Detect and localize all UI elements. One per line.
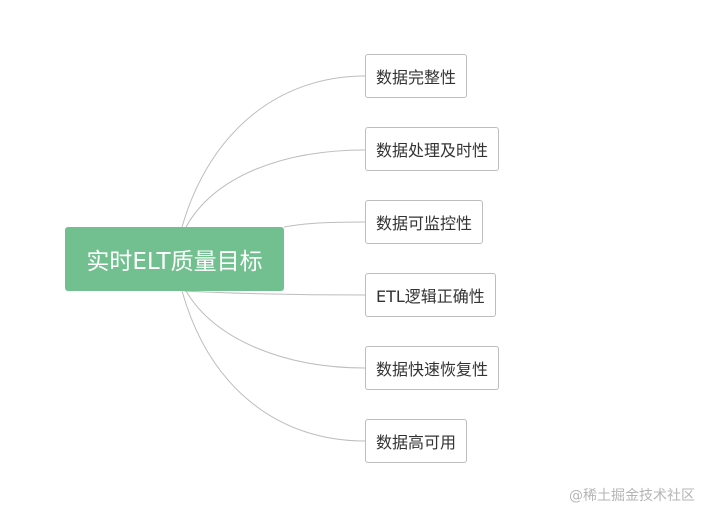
child-node-data-completeness[interactable]: 数据完整性 — [365, 54, 468, 98]
connector-line — [181, 75, 366, 228]
root-node-label: 实时ELT质量目标 — [86, 249, 263, 275]
child-node-processing-timeliness[interactable]: 数据处理及时性 — [365, 127, 500, 171]
child-node-high-availability[interactable]: 数据高可用 — [365, 419, 468, 463]
child-node-label: 数据完整性 — [376, 68, 457, 87]
connector-line — [181, 290, 366, 442]
child-node-label: 数据可监控性 — [376, 214, 473, 233]
child-node-monitorability[interactable]: 数据可监控性 — [365, 200, 484, 244]
child-node-label: 数据处理及时性 — [376, 141, 489, 160]
root-node[interactable]: 实时ELT质量目标 — [65, 227, 284, 291]
connector-line — [185, 149, 366, 228]
watermark: @稀土掘金技术社区 — [569, 488, 695, 504]
child-node-label: ETL逻辑正确性 — [376, 287, 485, 306]
child-node-label: 数据高可用 — [376, 433, 457, 452]
connector-line — [183, 290, 366, 296]
connector-line — [185, 290, 366, 369]
child-node-label: 数据快速恢复性 — [376, 360, 489, 379]
child-node-fast-recovery[interactable]: 数据快速恢复性 — [365, 346, 500, 390]
connector-line — [283, 221, 366, 228]
child-node-etl-correctness[interactable]: ETL逻辑正确性 — [365, 273, 496, 317]
